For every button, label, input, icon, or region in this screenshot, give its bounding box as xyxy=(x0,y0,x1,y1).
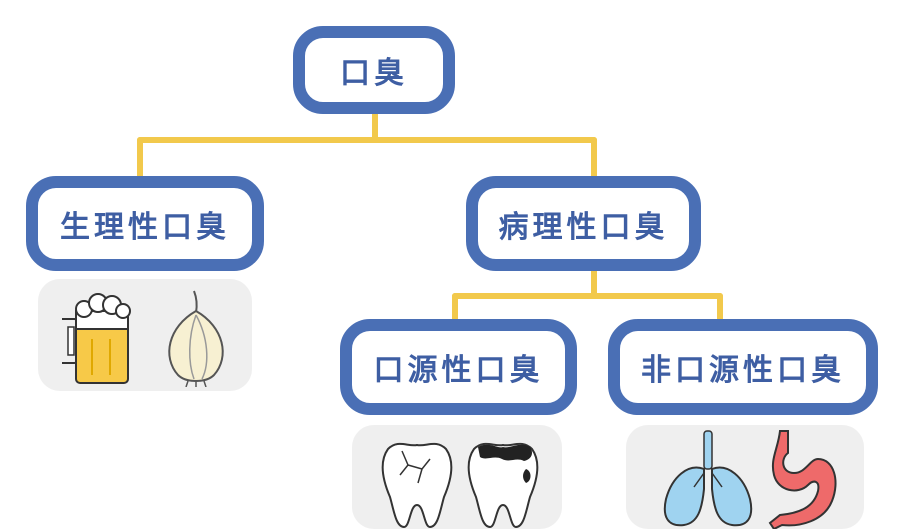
non-oral-node-label: 非口源性口臭 xyxy=(641,353,845,388)
physiological-node: 生理性口臭 xyxy=(26,176,264,271)
pathological-node-label: 病理性口臭 xyxy=(498,209,669,245)
root-node: 口臭 xyxy=(293,26,455,114)
stomach-icon xyxy=(768,430,837,529)
pathological-node: 病理性口臭 xyxy=(466,176,701,271)
physiological-node-label: 生理性口臭 xyxy=(60,209,230,245)
physiological-icon-card xyxy=(38,279,252,391)
oral-icon-card xyxy=(352,425,562,529)
oral-node: 口源性口臭 xyxy=(340,319,577,415)
beer-mug-icon xyxy=(62,293,131,384)
non-oral-icon-card xyxy=(626,425,864,529)
cracked-tooth-icon xyxy=(381,442,453,529)
decayed-tooth-icon xyxy=(467,442,539,529)
lungs-icon xyxy=(663,430,753,527)
garlic-icon xyxy=(168,290,224,387)
non-oral-node: 非口源性口臭 xyxy=(608,319,878,415)
oral-node-label: 口源性口臭 xyxy=(373,353,544,388)
root-node-label: 口臭 xyxy=(340,56,408,91)
